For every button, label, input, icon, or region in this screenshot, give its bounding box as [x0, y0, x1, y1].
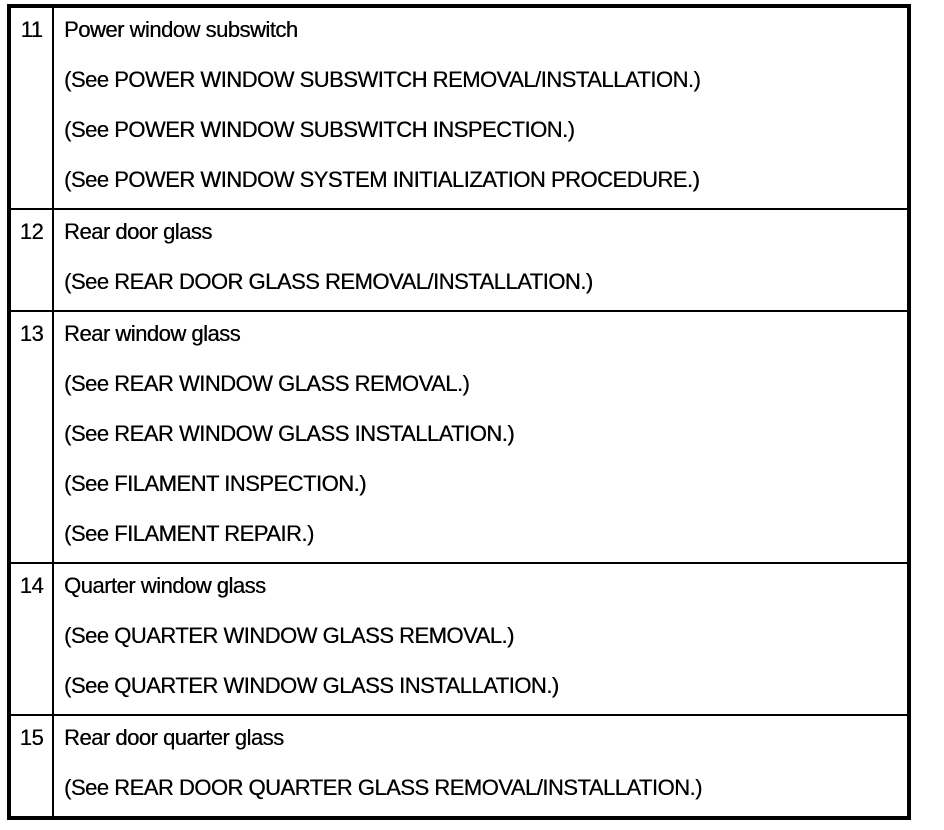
item-description-cell: Rear door glass (See REAR DOOR GLASS REMO…	[52, 208, 910, 312]
see-reference: (See POWER WINDOW SUBSWITCH REMOVAL/INST…	[64, 67, 701, 92]
item-number: 11	[8, 5, 54, 210]
item-number: 12	[8, 208, 54, 312]
table-row: 15 Rear door quarter glass (See REAR DOOR …	[8, 714, 910, 819]
item-number: 13	[8, 310, 54, 564]
table-row: 13 Rear window glass (See REAR WINDOW GLAS…	[8, 310, 910, 564]
part-name: Power window subswitch	[64, 17, 298, 42]
see-reference: (See FILAMENT INSPECTION.)	[64, 471, 366, 496]
table-row: 11 Power window subswitch (See POWER WINDO…	[8, 5, 910, 210]
item-description-cell: Rear door quarter glass (See REAR DOOR QU…	[52, 714, 910, 819]
see-reference: (See REAR WINDOW GLASS INSTALLATION.)	[64, 421, 515, 446]
item-number: 15	[8, 714, 54, 819]
table-body: 11 Power window subswitch (See POWER WINDO…	[8, 5, 910, 819]
see-reference: (See REAR WINDOW GLASS REMOVAL.)	[64, 371, 470, 396]
see-reference: (See QUARTER WINDOW GLASS REMOVAL.)	[64, 623, 514, 648]
see-reference: (See QUARTER WINDOW GLASS INSTALLATION.)	[64, 673, 559, 698]
item-number: 14	[8, 562, 54, 716]
table-row: 14 Quarter window glass (See QUARTER WINDO…	[8, 562, 910, 716]
part-name: Rear window glass	[64, 321, 241, 346]
see-reference: (See FILAMENT REPAIR.)	[64, 521, 314, 546]
part-name: Quarter window glass	[64, 573, 266, 598]
item-description-cell: Quarter window glass (See QUARTER WINDOW …	[52, 562, 910, 716]
see-reference: (See POWER WINDOW SYSTEM INITIALIZATION …	[64, 167, 700, 192]
see-reference: (See REAR DOOR GLASS REMOVAL/INSTALLATIO…	[64, 269, 593, 294]
table-row: 12 Rear door glass (See REAR DOOR GLASS RE…	[8, 208, 910, 312]
part-name: Rear door glass	[64, 219, 212, 244]
part-name: Rear door quarter glass	[64, 725, 284, 750]
parts-reference-table: 11 Power window subswitch (See POWER WINDO…	[7, 4, 911, 820]
item-description-cell: Rear window glass (See REAR WINDOW GLASS …	[52, 310, 910, 564]
see-reference: (See REAR DOOR QUARTER GLASS REMOVAL/INS…	[64, 775, 702, 800]
see-reference: (See POWER WINDOW SUBSWITCH INSPECTION.)	[64, 117, 575, 142]
item-description-cell: Power window subswitch (See POWER WINDOW …	[52, 5, 910, 210]
